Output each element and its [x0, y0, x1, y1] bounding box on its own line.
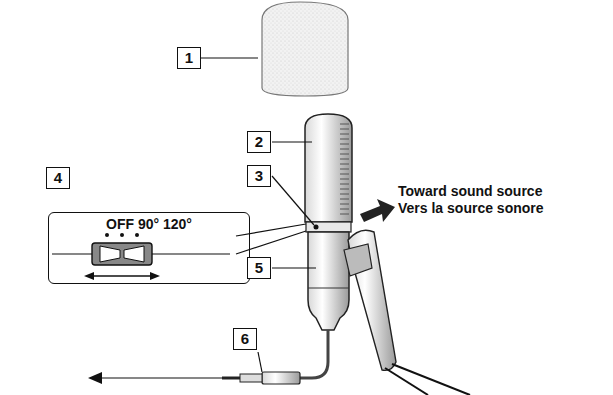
callout-number: 6: [233, 328, 257, 350]
grille-slot: [340, 159, 349, 160]
grille-slot: [340, 214, 349, 215]
grille-slot: [340, 194, 349, 195]
callout-number: 4: [46, 167, 70, 189]
direction-note: Toward sound source: [398, 183, 542, 200]
grille-slot: [340, 199, 349, 200]
switch-inset: OFF 90° 120°: [48, 212, 250, 284]
grille-slot: [340, 169, 349, 170]
grille-slot: [340, 154, 349, 155]
grille-slot: [340, 204, 349, 205]
callout-number: 2: [247, 131, 271, 153]
grille-slot: [340, 124, 349, 125]
grille-slot: [340, 164, 349, 165]
callout-number: 5: [247, 257, 271, 279]
callout-number: 1: [177, 47, 201, 69]
direction-note: Vers la source sonore: [398, 200, 544, 217]
callout-number: 3: [247, 165, 271, 187]
grille-slot: [340, 179, 349, 180]
grille-slot: [340, 134, 349, 135]
grille-slot: [340, 184, 349, 185]
switch-positions: OFF 90° 120°: [49, 213, 249, 232]
grille-slot: [340, 189, 349, 190]
grille-slot: [340, 129, 349, 130]
grille-slot: [340, 139, 349, 140]
grille-slot: [340, 209, 349, 210]
grille-slot: [340, 149, 349, 150]
grille-slot: [340, 174, 349, 175]
grille-slot: [340, 144, 349, 145]
